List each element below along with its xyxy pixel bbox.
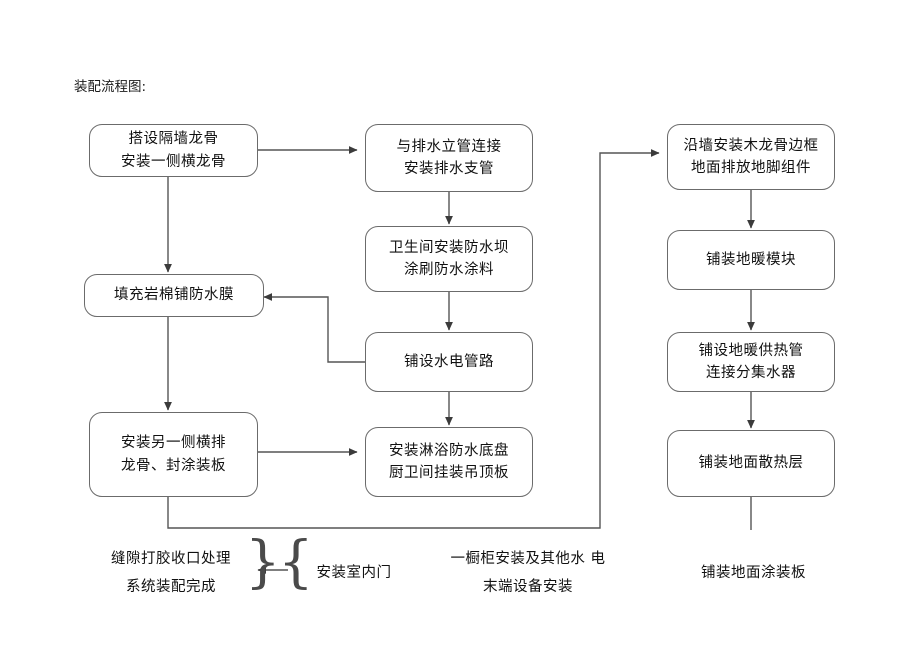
node-n3-line1: 安装另一侧横排 — [121, 435, 226, 452]
node-r2[interactable]: 铺装地暖模块 — [667, 230, 835, 290]
label-finish-line1: 缝隙打胶收口处理 — [111, 551, 231, 567]
label-floorboard: 铺装地面涂装板 — [696, 560, 811, 588]
node-r3-line1: 铺设地暖供热管 — [698, 342, 804, 359]
node-n2-line1: 填充岩棉铺防水膜 — [114, 287, 234, 304]
node-m4-line1: 安装淋浴防水底盘 — [389, 442, 509, 459]
label-door: 安装室内门 — [309, 560, 399, 588]
node-r4[interactable]: 铺装地面散热层 — [667, 430, 835, 497]
node-r3[interactable]: 铺设地暖供热管 连接分集水器 — [667, 332, 835, 392]
node-m4-line2: 厨卫间挂装吊顶板 — [389, 465, 509, 481]
node-m2[interactable]: 卫生间安装防水坝 涂刷防水涂料 — [365, 226, 533, 292]
node-r2-line1: 铺装地暖模块 — [706, 251, 796, 268]
label-cabinet: 一橱柜安装及其他水 电 末端设备安装 — [443, 546, 613, 601]
node-r4-line1: 铺装地面散热层 — [698, 455, 804, 472]
right-brace-icon: } — [245, 530, 281, 595]
node-m1-line2: 安装排水支管 — [404, 161, 494, 177]
node-m1-line1: 与排水立管连接 — [396, 138, 502, 155]
node-m1[interactable]: 与排水立管连接 安装排水支管 — [365, 124, 533, 192]
node-r1-line2: 地面排放地脚组件 — [691, 160, 811, 176]
left-brace-icon: { — [278, 530, 314, 595]
node-n3[interactable]: 安装另一侧横排 龙骨、封涂装板 — [89, 412, 258, 497]
label-finish: 缝隙打胶收口处理 系统装配完成 — [96, 546, 246, 601]
page-caption: 装配流程图: — [74, 79, 147, 95]
node-m3-line1: 铺设水电管路 — [404, 353, 494, 370]
node-n1-line2: 安装一侧横龙骨 — [121, 153, 226, 170]
label-finish-line2: 系统装配完成 — [126, 578, 216, 595]
label-cabinet-line1: 一橱柜安装及其他水 电 — [450, 551, 606, 567]
node-m2-line1: 卫生间安装防水坝 — [389, 239, 509, 256]
node-r1-line1: 沿墙安装木龙骨边框 — [683, 137, 819, 154]
node-n1-line1: 搭设隔墙龙骨 — [128, 131, 219, 148]
edge-m3-to-n2 — [263, 293, 365, 363]
label-door-line1: 安装室内门 — [316, 565, 392, 581]
node-m2-line2: 涂刷防水涂料 — [404, 262, 494, 278]
node-m4[interactable]: 安装淋浴防水底盘 厨卫间挂装吊顶板 — [365, 427, 533, 497]
node-n2[interactable]: 填充岩棉铺防水膜 — [84, 274, 264, 317]
node-r1[interactable]: 沿墙安装木龙骨边框 地面排放地脚组件 — [667, 124, 835, 190]
node-r3-line2: 连接分集水器 — [706, 365, 796, 381]
node-m3[interactable]: 铺设水电管路 — [365, 332, 533, 392]
label-cabinet-line2: 末端设备安装 — [483, 578, 573, 595]
label-floorboard-line1: 铺装地面涂装板 — [701, 565, 806, 581]
node-n1[interactable]: 搭设隔墙龙骨 安装一侧横龙骨 — [89, 124, 258, 177]
node-n3-line2: 龙骨、封涂装板 — [121, 457, 226, 474]
